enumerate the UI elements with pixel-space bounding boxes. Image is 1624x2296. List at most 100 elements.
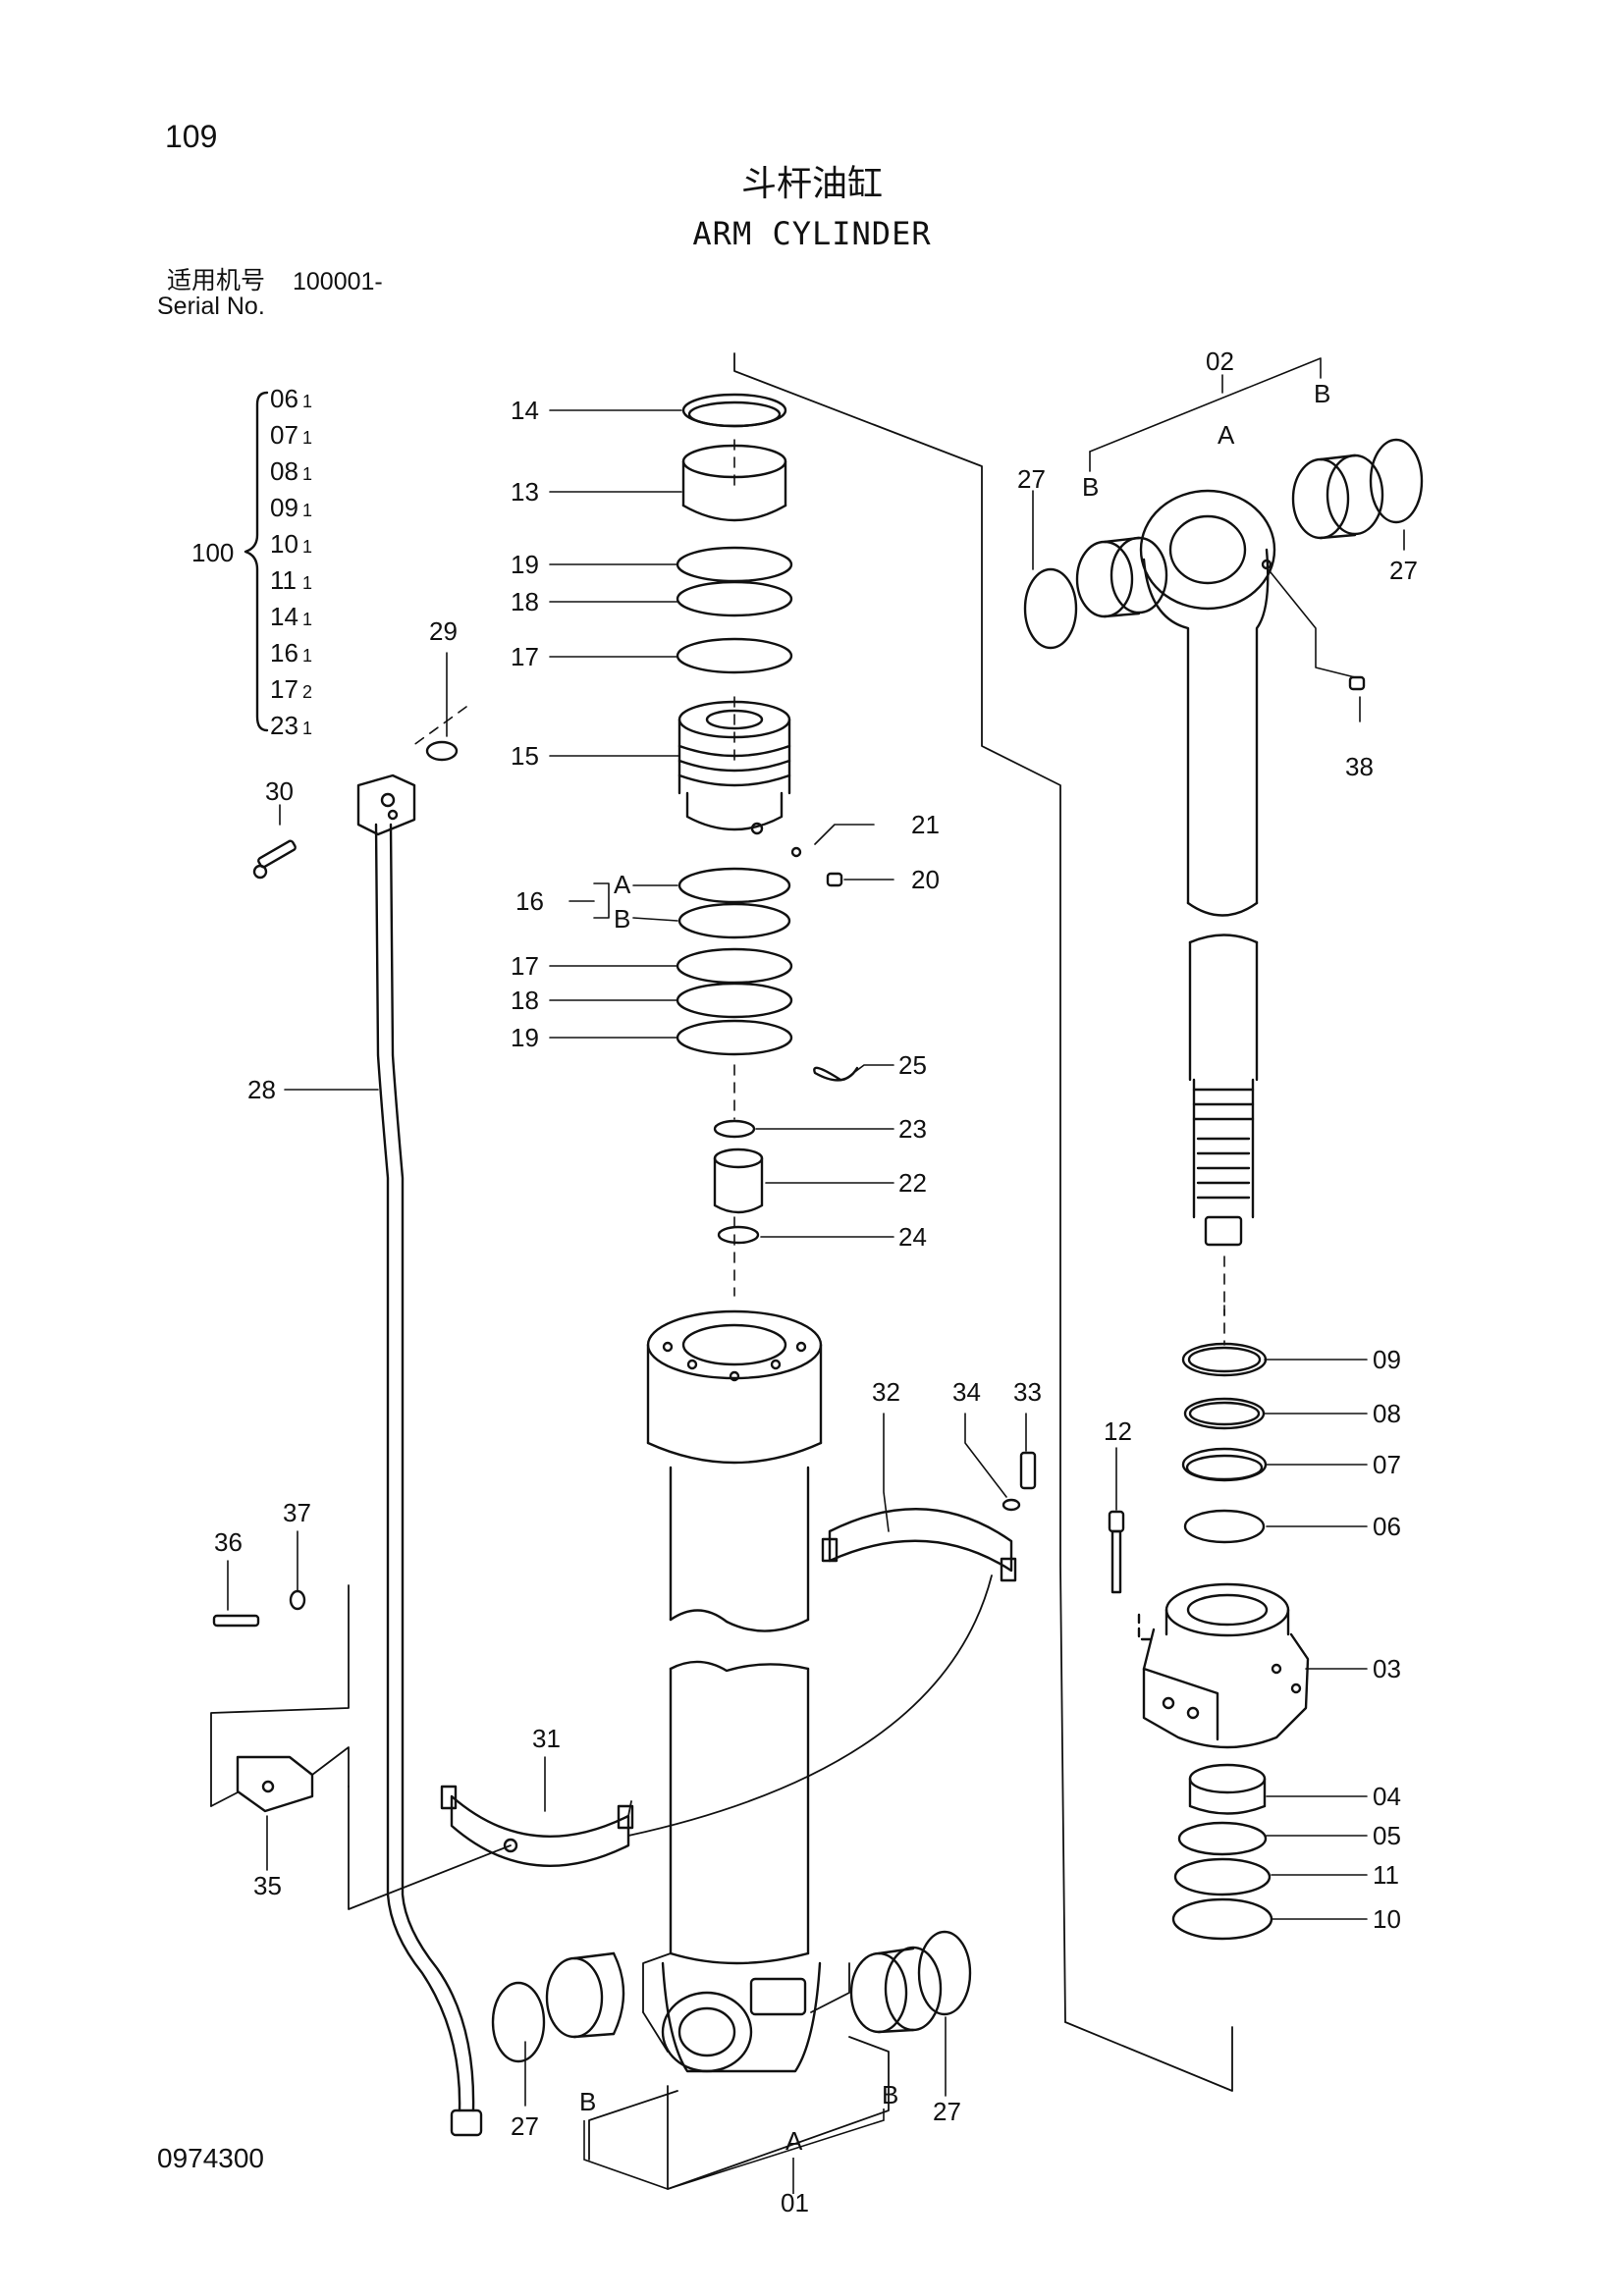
oring-27-top-left (1023, 567, 1078, 650)
callout-15: 15 (511, 741, 539, 771)
callout-30: 30 (265, 776, 294, 806)
kit-item-10-part: 23 (270, 711, 298, 740)
serial-label-english: Serial No. (157, 293, 265, 320)
kit-item-2-part: 07 (270, 420, 298, 450)
clamp-31 (440, 1785, 634, 1867)
callout-14: 14 (511, 396, 539, 425)
kit-item-10-qty: 1 (302, 719, 312, 738)
bolt-36 (212, 1614, 260, 1628)
bushing-04 (1188, 1763, 1267, 1815)
callout-19-lower: 19 (511, 1023, 539, 1052)
callout-06: 06 (1373, 1512, 1401, 1541)
callout-24: 24 (898, 1222, 927, 1252)
ring-10 (1171, 1897, 1273, 1941)
callout-16-A: A (614, 870, 631, 899)
callout-29: 29 (429, 616, 458, 646)
bushing-B-top-left (1075, 536, 1168, 618)
callout-33: 33 (1013, 1377, 1042, 1407)
kit-item-3-qty: 1 (302, 464, 312, 484)
kit-item-7-part: 14 (270, 602, 298, 631)
ring-23 (713, 1119, 756, 1139)
serial-number-value: 100001- (293, 268, 383, 295)
oring-27-bottom-left (491, 1981, 546, 2063)
callout-02: 02 (1206, 347, 1234, 376)
callout-37: 37 (283, 1498, 311, 1527)
page-number: 109 (165, 119, 218, 154)
bushing-B-bottom-left (545, 1951, 625, 2039)
kit-item-8-part: 16 (270, 638, 298, 667)
callout-01: 01 (781, 2188, 809, 2217)
callout-18-upper: 18 (511, 587, 539, 616)
pipe-flange-block (356, 774, 416, 836)
callout-01-B-left: B (579, 2087, 596, 2116)
callout-28: 28 (247, 1075, 276, 1104)
callout-01-B-right: B (882, 2080, 898, 2109)
kit-item-1-part: 06 (270, 384, 298, 413)
callout-10: 10 (1373, 1904, 1401, 1934)
bottom-bracket-lines (583, 2109, 885, 2194)
callout-23: 23 (898, 1114, 927, 1144)
oring-27-top-right (1369, 438, 1424, 524)
callout-19-upper: 19 (511, 550, 539, 579)
callout-32: 32 (872, 1377, 900, 1407)
callout-13: 13 (511, 477, 539, 507)
callout-31: 31 (532, 1724, 561, 1753)
cylinder-tube-01 (646, 1309, 823, 2073)
bolt-12 (1108, 1510, 1125, 1594)
kit-item-8-qty: 1 (302, 646, 312, 666)
collar-22 (713, 1148, 764, 1214)
piston-rod-02 (1139, 489, 1276, 1247)
callout-21: 21 (911, 810, 940, 839)
seal-07 (1181, 1447, 1268, 1482)
callout-27-bottom-left: 27 (511, 2111, 539, 2141)
kit-item-5-part: 10 (270, 529, 298, 559)
seal-kit-bracket (244, 391, 269, 732)
kit-item-4-qty: 1 (302, 501, 312, 520)
callout-16-B: B (614, 904, 630, 934)
kit-item-7-qty: 1 (302, 610, 312, 629)
callout-17-upper: 17 (511, 642, 539, 671)
grease-fitting-38 (1348, 675, 1366, 691)
callout-36: 36 (214, 1527, 243, 1557)
bushing-13 (681, 444, 787, 522)
callout-08: 08 (1373, 1399, 1401, 1428)
pipe-28 (374, 823, 483, 2137)
ball-21 (790, 846, 802, 858)
seal-09 (1181, 1342, 1268, 1377)
kit-item-2-qty: 1 (302, 428, 312, 448)
bushing-B-top-right (1291, 454, 1384, 540)
ring-24 (717, 1225, 760, 1245)
kit-item-1-qty: 1 (302, 392, 312, 411)
callout-02-A: A (1218, 420, 1235, 450)
callout-22: 22 (898, 1168, 927, 1198)
callout-02-B-left: B (1082, 472, 1099, 502)
kit-item-6-qty: 1 (302, 573, 312, 593)
callout-25: 25 (898, 1050, 927, 1080)
callout-18-lower: 18 (511, 986, 539, 1015)
serial-label-chinese: 适用机号 (167, 266, 266, 294)
callout-leader-lines (227, 357, 1405, 2107)
clamp-32 (821, 1508, 1017, 1582)
callout-27-bottom-right: 27 (933, 2097, 961, 2126)
rings-16-17-18-19-lower (676, 867, 793, 1056)
screw-20 (826, 872, 843, 887)
callout-03: 03 (1373, 1654, 1401, 1683)
callout-01-A: A (785, 2126, 803, 2156)
oring-27-bottom-right (917, 1930, 972, 2016)
assembly-connector-lines (210, 352, 1233, 2190)
snap-ring-25 (813, 1066, 859, 1082)
bolt-33 (1019, 1451, 1037, 1490)
callout-16: 16 (515, 886, 544, 916)
washer-37 (289, 1589, 306, 1611)
block-35 (236, 1755, 314, 1813)
seal-06 (1183, 1509, 1266, 1544)
kit-item-9-qty: 2 (302, 682, 312, 702)
head-cover-03 (1137, 1582, 1310, 1749)
callout-09: 09 (1373, 1345, 1401, 1374)
document-code: 0974300 (157, 2143, 265, 2173)
rings-19-18-17-upper (676, 546, 793, 674)
flange-29-oring (425, 740, 459, 762)
kit-item-4-part: 09 (270, 493, 298, 522)
kit-item-6-part: 11 (270, 565, 297, 595)
